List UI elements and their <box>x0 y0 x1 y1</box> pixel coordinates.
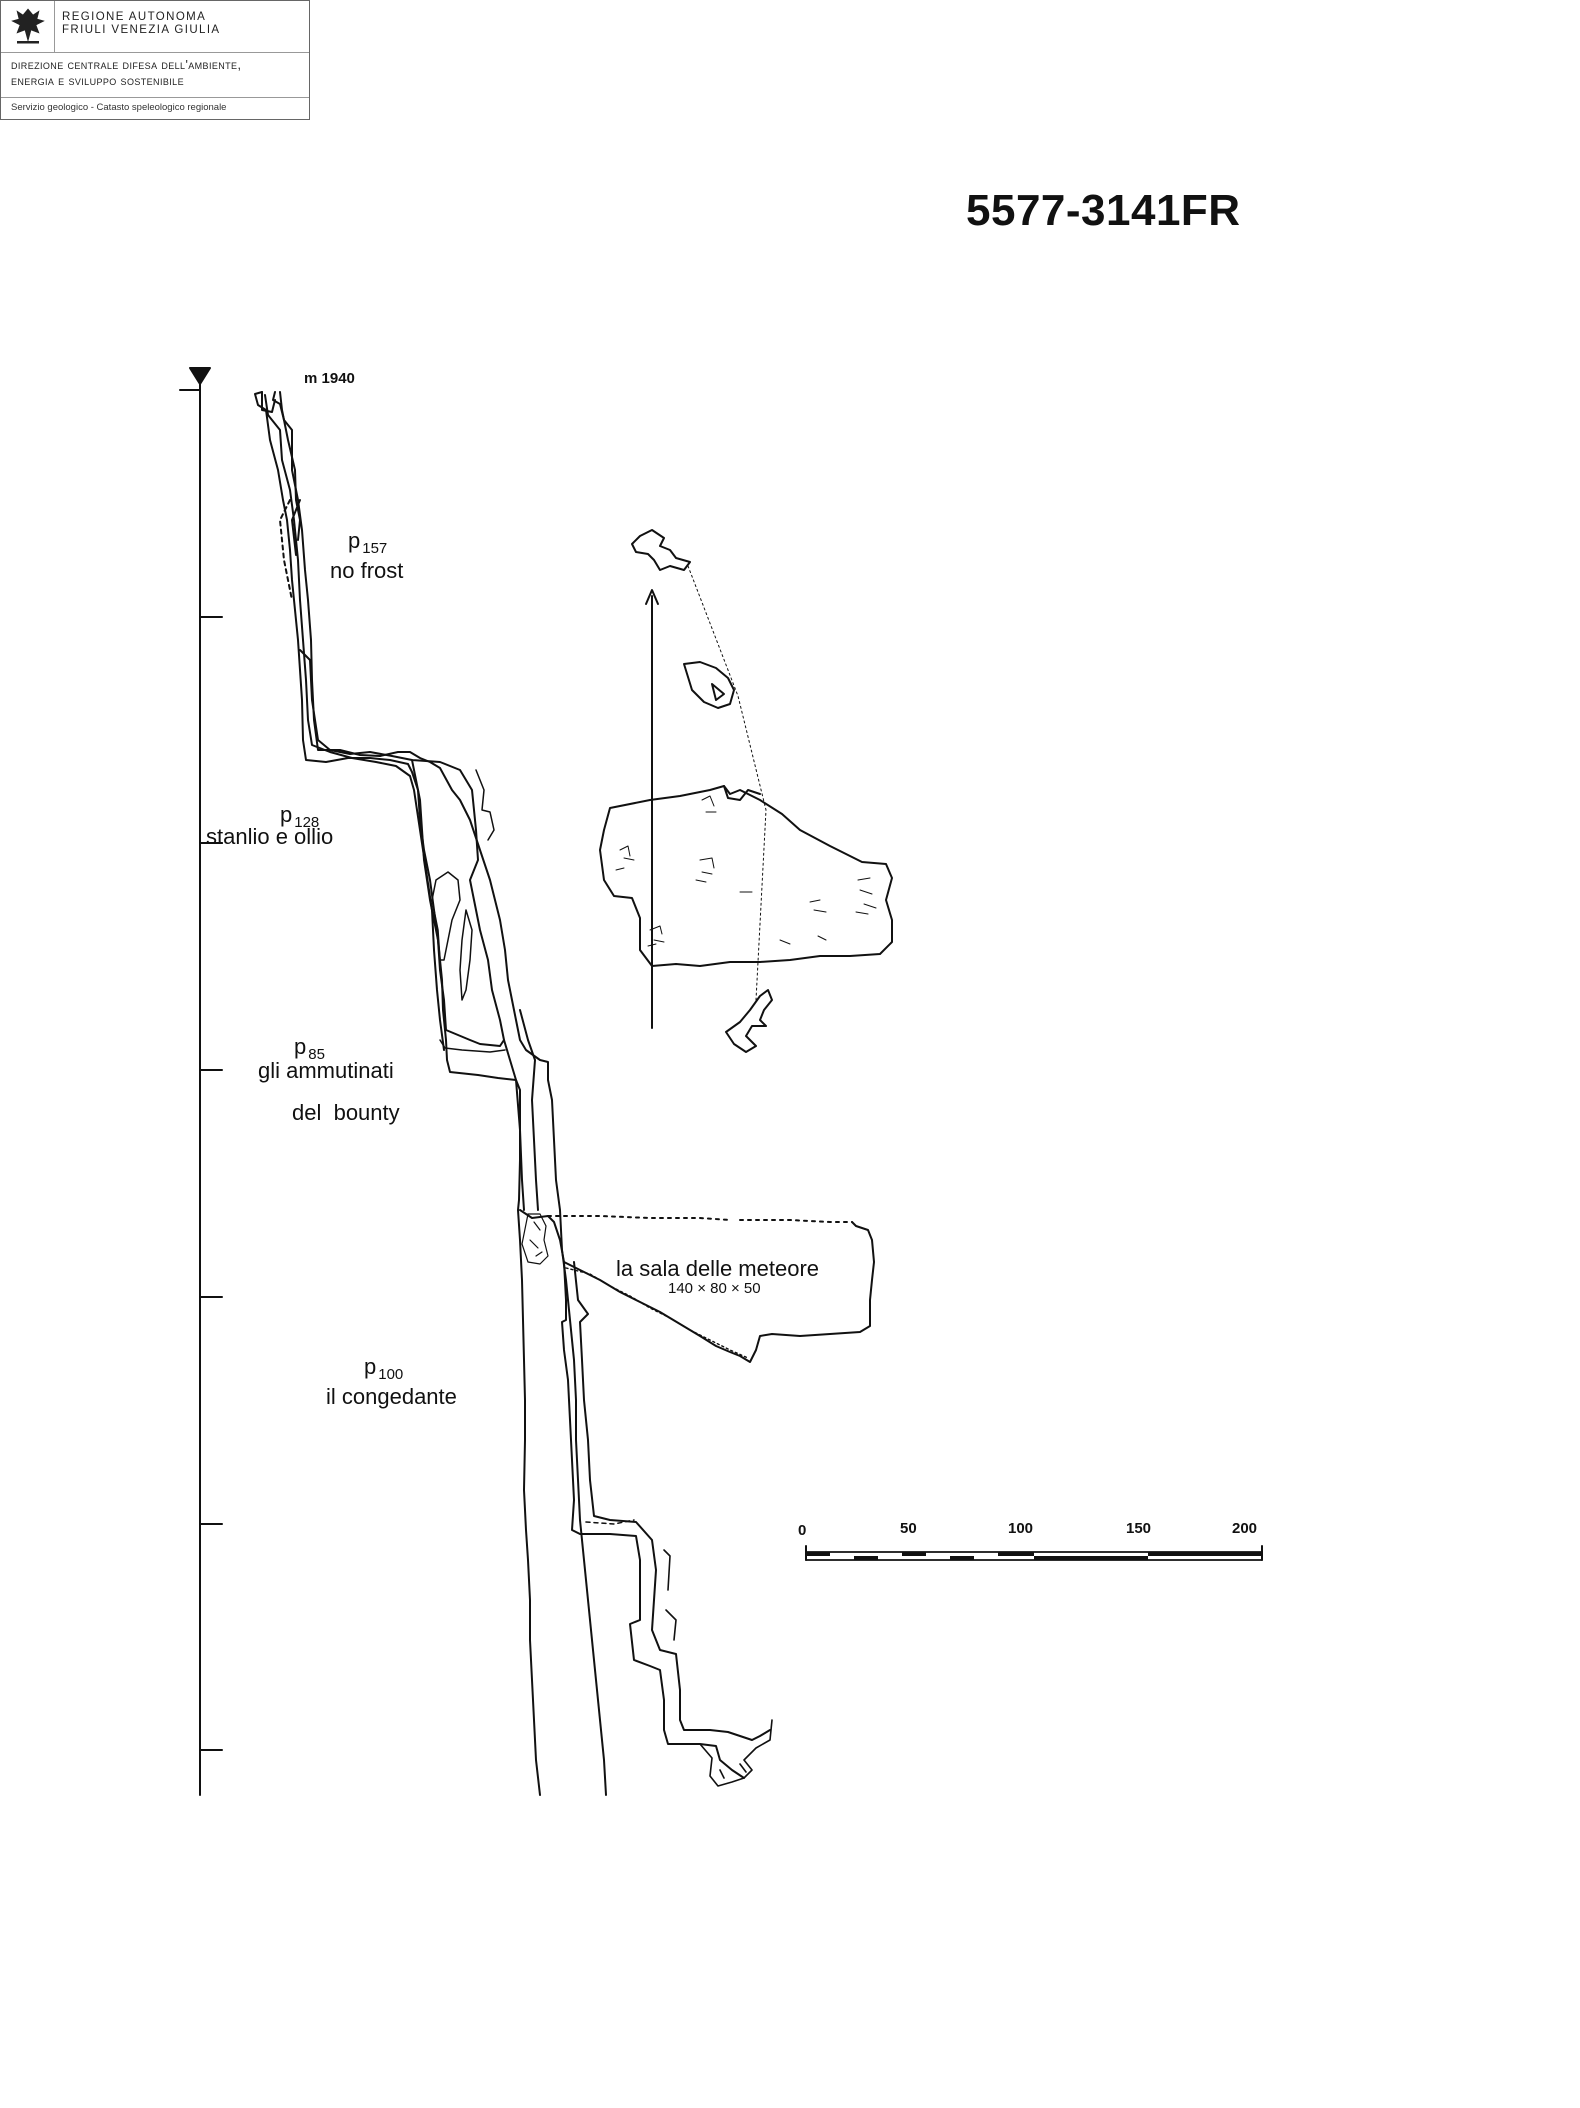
plan-boulders <box>615 795 877 947</box>
chamber-p128-rubble <box>431 871 461 961</box>
header-top-row: REGIONE AUTONOMA FRIULI VENEZIA GIULIA <box>1 1 309 53</box>
eagle-logo-icon <box>11 8 45 44</box>
region-line-2: FRIULI VENEZIA GIULIA <box>62 24 221 36</box>
chamber-dimensions: 140 × 80 × 50 <box>668 1280 761 1297</box>
directorate-line-1: direzione centrale difesa dell'ambiente, <box>11 58 242 72</box>
sala-meteore-ceiling-2 <box>739 1219 853 1223</box>
plan-entrance-link <box>723 785 761 801</box>
plan-survey-line <box>687 565 767 1001</box>
chamber-p128-side <box>475 769 495 841</box>
pitch-p85-title-2: del bounty <box>292 1100 400 1125</box>
scale-tick-150: 150 <box>1126 1520 1152 1537</box>
depth-axis <box>179 367 223 1796</box>
directorate-line-2: energia e sviluppo sostenibile <box>11 74 184 88</box>
scale-tick-0: 0 <box>798 1522 807 1539</box>
plan-lower-branch <box>725 989 773 1053</box>
pitch-p100-value: 100 <box>378 1366 404 1383</box>
pitch-p100-title: il congedante <box>326 1384 457 1409</box>
sala-meteore-ceiling <box>547 1215 731 1221</box>
section-right-wall <box>272 391 607 1796</box>
shaft-p100 <box>561 1261 771 1779</box>
pitch-p85-value: 85 <box>308 1046 325 1063</box>
scale-tick-200: 200 <box>1232 1520 1258 1537</box>
service-name: Servizio geologico - Catasto speleologic… <box>11 102 227 113</box>
pitch-p128-title: stanlio e ollio <box>206 824 334 849</box>
chamber-p128-floor <box>439 1039 506 1053</box>
plan-entrance <box>631 529 691 571</box>
header-divider-2 <box>1 97 309 98</box>
shaft-p100-terminal <box>699 1719 773 1787</box>
chamber-p128-pillar <box>459 909 473 1001</box>
pitch-p157-title: no frost <box>330 558 404 583</box>
region-name: REGIONE AUTONOMA FRIULI VENEZIA GIULIA <box>62 11 221 37</box>
chamber-title: la sala delle meteore <box>616 1256 820 1281</box>
pitch-p128-letter: p <box>280 802 293 827</box>
pitch-p157-value: 157 <box>362 540 388 557</box>
plan-arrow-head <box>645 589 659 605</box>
scale-bar <box>805 1545 1263 1561</box>
pitch-p157-letter: p <box>348 528 361 553</box>
institution-header: REGIONE AUTONOMA FRIULI VENEZIA GIULIA d… <box>0 0 310 120</box>
shaft-p157 <box>261 391 413 761</box>
pitch-p100-letter: p <box>364 1354 377 1379</box>
cave-code-title: 5577-3141FR <box>966 186 1241 235</box>
header-divider <box>54 1 55 52</box>
pitch-p85-title: gli ammutinati <box>258 1058 394 1083</box>
scale-tick-100: 100 <box>1008 1520 1034 1537</box>
plan-view <box>599 529 893 1053</box>
plan-main-chamber <box>599 785 893 967</box>
section-left-wall <box>254 391 541 1796</box>
chamber-p128 <box>411 759 505 1047</box>
plan-chamber-small <box>683 661 735 709</box>
pitch-p128-value: 128 <box>294 814 320 831</box>
shaft-p100-dashed <box>585 1519 635 1525</box>
shaft-p100-right <box>663 1549 677 1641</box>
entrance-elevation: m 1940 <box>304 370 355 387</box>
section-profile <box>264 394 445 1051</box>
sala-meteore-boulders <box>521 1213 549 1265</box>
shaft-p157-inner <box>279 499 293 601</box>
shaft-p85 <box>503 1009 539 1211</box>
sala-meteore-floor <box>565 1267 749 1359</box>
region-line-1: REGIONE AUTONOMA <box>62 11 207 23</box>
scale-tick-50: 50 <box>900 1520 917 1537</box>
directorate-name: direzione centrale difesa dell'ambiente,… <box>11 57 241 89</box>
pitch-p85-letter: p <box>294 1034 307 1059</box>
